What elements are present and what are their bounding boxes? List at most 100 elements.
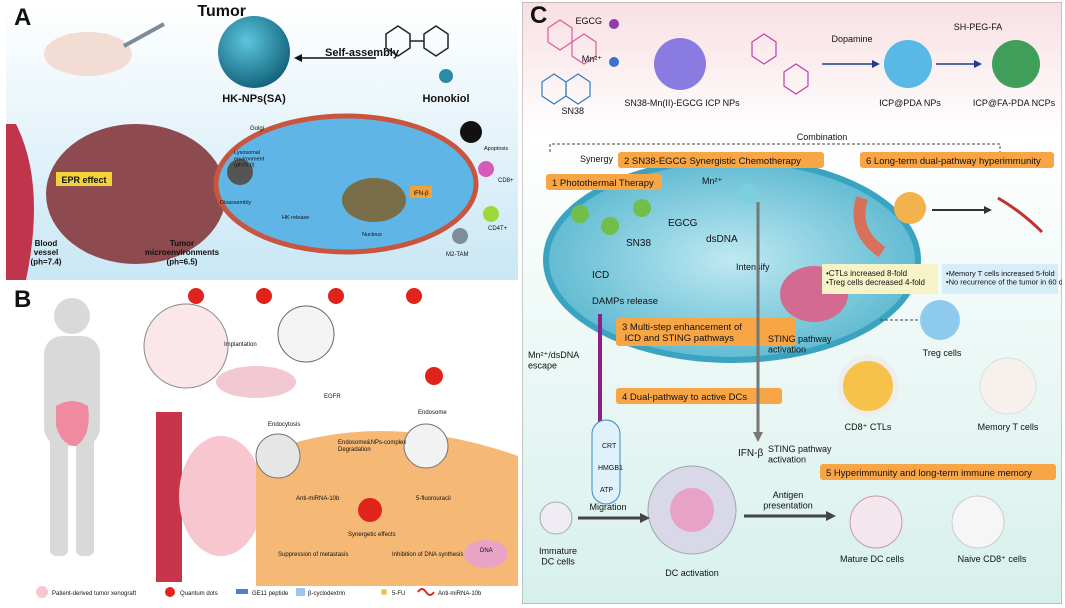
icp-pda-sphere (884, 40, 932, 88)
mn-inner-label: Mn²⁺ (702, 176, 722, 186)
immature-dc-icon (539, 501, 573, 535)
naive-cd8-icon (951, 495, 1005, 549)
tumor-cell (213, 113, 479, 255)
blood-vessel-shape (6, 124, 34, 280)
icp-fa-label: ICP@FA-PDA NCPs (973, 98, 1056, 108)
damps-label: DAMPs release (592, 296, 658, 307)
sh-peg-label: SH-PEG-FA (954, 22, 1003, 32)
honokiol-structure (385, 25, 449, 57)
disassembly-label: Disassembly (220, 200, 251, 206)
np-icon (601, 217, 619, 235)
icp-fa-sphere (992, 40, 1040, 88)
panel-c-label: C (530, 2, 548, 29)
legend-qd-icon (165, 587, 175, 597)
step6-label: 6 Long-term dual-pathway hyperimmunity (866, 156, 1041, 167)
tumor-xenograft (179, 436, 263, 556)
antigen-arrowhead (826, 511, 836, 521)
step1-label: 1 Photothermal Therapy (552, 178, 654, 189)
mn-dot (609, 57, 619, 67)
combination-bracket (549, 143, 1001, 152)
legend-item: Patient-derived tumor xenograft (52, 591, 136, 597)
panel-c: EGCG Mn²⁺ SN38 SN38-Mn(II)-EGCG ICP NPs … (522, 2, 1062, 604)
legend-item: Quantum dots (180, 591, 218, 597)
ifn-badge (410, 186, 432, 198)
panel-a-figure: Tumor Self-assembly HK-NPs(SA) Honokiol … (6, 4, 518, 280)
cd8-cell-icon (478, 161, 494, 177)
mature-dc-icon (849, 495, 903, 549)
dc-nucleus (670, 488, 714, 532)
memory-box (942, 264, 1058, 294)
tumor-cluster-icon (894, 192, 926, 224)
legend-item: GE11 peptide (252, 591, 289, 597)
np-icon (633, 199, 651, 217)
endosome-label: Endosome (418, 410, 447, 416)
mature-label: Mature DC cells (840, 554, 905, 564)
legend-peptide-icon (236, 589, 248, 594)
golgi-label: Golgi (250, 126, 264, 132)
self-assembly-label: Self-assembly (325, 47, 400, 59)
crt-label: CRT (602, 443, 617, 450)
peg-arrowhead (974, 60, 982, 68)
quantum-dot-assembly (425, 367, 443, 385)
sn38-label: SN38 (561, 106, 584, 116)
endosome-vesicle (403, 423, 449, 469)
anti-mirna-label: Anti-miRNA-10b (296, 496, 340, 502)
memory-t-icon (979, 357, 1037, 415)
step6-badge (860, 152, 1054, 168)
sting-arrowhead (753, 432, 763, 442)
panel-b: Implantation EGFR Endocytosis Endosome&N… (6, 286, 518, 604)
treg-label: Treg cells (923, 348, 962, 358)
panel-a: Tumor Self-assembly HK-NPs(SA) Honokiol … (6, 4, 518, 280)
colon-icon (56, 401, 89, 446)
dna-nucleus (464, 540, 508, 568)
egcg-dot (609, 19, 619, 29)
intensify-label: Intensify (736, 262, 770, 272)
self-assembly-arrowhead (294, 54, 302, 62)
panel-b-label: B (14, 286, 32, 313)
hk-release-label: HK release (282, 215, 309, 221)
hmgb1-label: HMGB1 (598, 465, 623, 472)
mouse-illustration-b (216, 366, 296, 398)
cd4-cell-icon (483, 206, 499, 222)
migration-arrowhead (640, 513, 650, 523)
naive-label: Naive CD8⁺ cells (958, 554, 1027, 564)
fluorouracil-label: 5-fluorouracil (416, 496, 451, 502)
memory-box-text: •Memory T cells increased 5-fold•No recu… (946, 269, 1062, 287)
tumor-tissue (46, 124, 226, 264)
memory-label: Memory T cells (978, 422, 1039, 432)
nanoparticle-zoom (277, 305, 335, 363)
m2-tam-icon (452, 228, 468, 244)
epr-badge (56, 172, 112, 186)
dna-label: DNA (480, 548, 493, 554)
nucleus-shape (342, 178, 406, 222)
legend-cyclodextrin-icon (296, 588, 305, 596)
panel-b-figure: Implantation EGFR Endocytosis Endosome&N… (6, 286, 518, 604)
skull-icon (460, 121, 482, 143)
legend-item: β-cyclodextrin (308, 591, 345, 597)
released-np (358, 498, 382, 522)
mouse-illustration (44, 32, 132, 76)
legend-5fu-icon (381, 589, 387, 595)
combination-label: Combination (797, 132, 848, 142)
cd8-label: CD8+ (498, 178, 514, 184)
sting-vesicle (738, 184, 758, 204)
step5-badge (820, 464, 1056, 480)
step1-badge (546, 174, 662, 190)
honokiol-label: Honokiol (422, 93, 469, 105)
sn38-structure (541, 73, 591, 105)
egcg-label: EGCG (575, 16, 602, 26)
ifn-label: IFN-β (413, 191, 429, 197)
ifnb-label: IFN-β (738, 448, 763, 459)
ctl-box-text: •CTLs increased 8-fold•Treg cells decrea… (826, 269, 925, 287)
ctl-box (822, 264, 938, 294)
synergetic-label: Synergetic effects (348, 532, 396, 538)
legend-mirna-icon (417, 588, 435, 596)
sn38-inner-label: SN38 (626, 238, 651, 249)
inhibition-label: Inhibition of DNA synthesis (392, 552, 463, 558)
np-icon (571, 205, 589, 223)
tumor-vessel-icon (853, 196, 886, 257)
vessel-small-icon (997, 196, 1044, 234)
epr-label: EPR effect (61, 175, 106, 185)
panel-b-legend: Patient-derived tumor xenograft Quantum … (36, 586, 482, 598)
